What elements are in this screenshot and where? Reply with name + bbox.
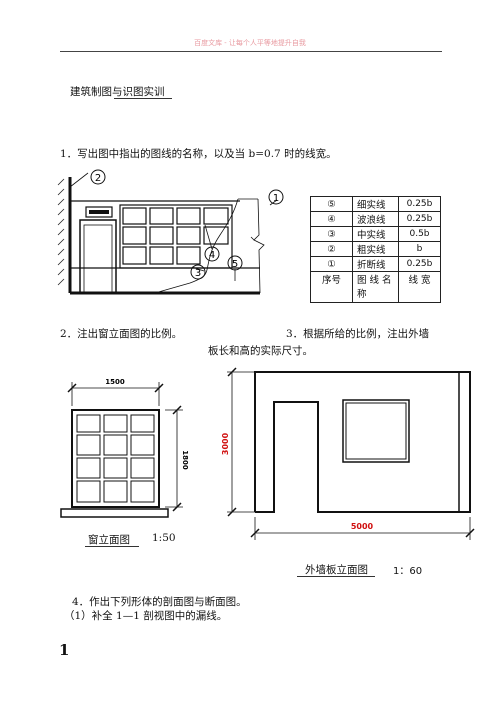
window-caption-underline: [85, 546, 139, 547]
window-frame: [71, 409, 160, 508]
wall-outline: [254, 371, 471, 513]
doc-title: 建筑制图与识图实训: [70, 86, 165, 98]
question-4-sub: （1）补全 1—1 剖视图中的漏线。: [64, 610, 228, 622]
window-panels: [119, 204, 233, 269]
table-row: ② 粗实线 b: [310, 241, 441, 257]
wall-panel-figure: 3000 5000: [221, 367, 475, 540]
wall-window: [342, 399, 410, 463]
question-3-line2: 板长和高的实际尺寸。: [208, 345, 313, 357]
table-row: ④ 波浪线 0.25b: [310, 211, 441, 227]
title-underline: [114, 98, 172, 99]
callout-2: 2: [95, 173, 101, 184]
wall-caption-underline: [297, 576, 375, 577]
wall-hatch: [57, 178, 65, 286]
page-number: 1: [59, 641, 70, 659]
wall-height-dim: 3000: [221, 432, 230, 455]
door: [79, 219, 117, 294]
window-elevation-figure: 1500 1800: [60, 378, 189, 518]
window-sill: [60, 508, 169, 518]
table-row: ③ 中实线 0.5b: [310, 226, 441, 242]
question-1: 1．写出图中指出的图线的名称，以及当 b=0.7 时的线宽。: [60, 148, 337, 160]
window-height-dim: 1800: [181, 450, 189, 470]
callout-5: 5: [232, 259, 238, 270]
question-2: 2．注出窗立面图的比例。: [60, 328, 183, 340]
question-4: 4．作出下列形体的剖面图与断面图。: [72, 596, 247, 608]
wall-width-dim: 5000: [351, 522, 374, 531]
question-3-line1: 3．根据所给的比例，注出外墙: [286, 328, 430, 340]
window-scale: 1:50: [152, 532, 176, 544]
line-type-figure: 1 2 3 4 5: [57, 169, 284, 295]
line-type-table: ⑤ 细实线 0.25b ④ 波浪线 0.25b ③ 中实线 0.5b ② 粗实线…: [310, 196, 441, 303]
window-caption: 窗立面图: [88, 534, 130, 546]
callout-3: 3: [195, 268, 201, 279]
wall-caption: 外墙板立面图: [305, 564, 368, 576]
callout-4: 4: [209, 250, 215, 261]
fold-break-line: [253, 198, 265, 294]
page-header: 百度文库 - 让每个人平等地提升自我: [194, 39, 306, 47]
callout-1: 1: [273, 193, 279, 204]
table-row: ⑤ 细实线 0.25b: [310, 196, 441, 212]
header-rule: [60, 51, 442, 52]
wall-scale: 1：60: [393, 566, 423, 577]
window-width-dim: 1500: [105, 378, 125, 386]
table-header-row: 序号 图 线 名 称 线 宽: [310, 271, 441, 303]
table-row: ① 折断线 0.25b: [310, 256, 441, 272]
